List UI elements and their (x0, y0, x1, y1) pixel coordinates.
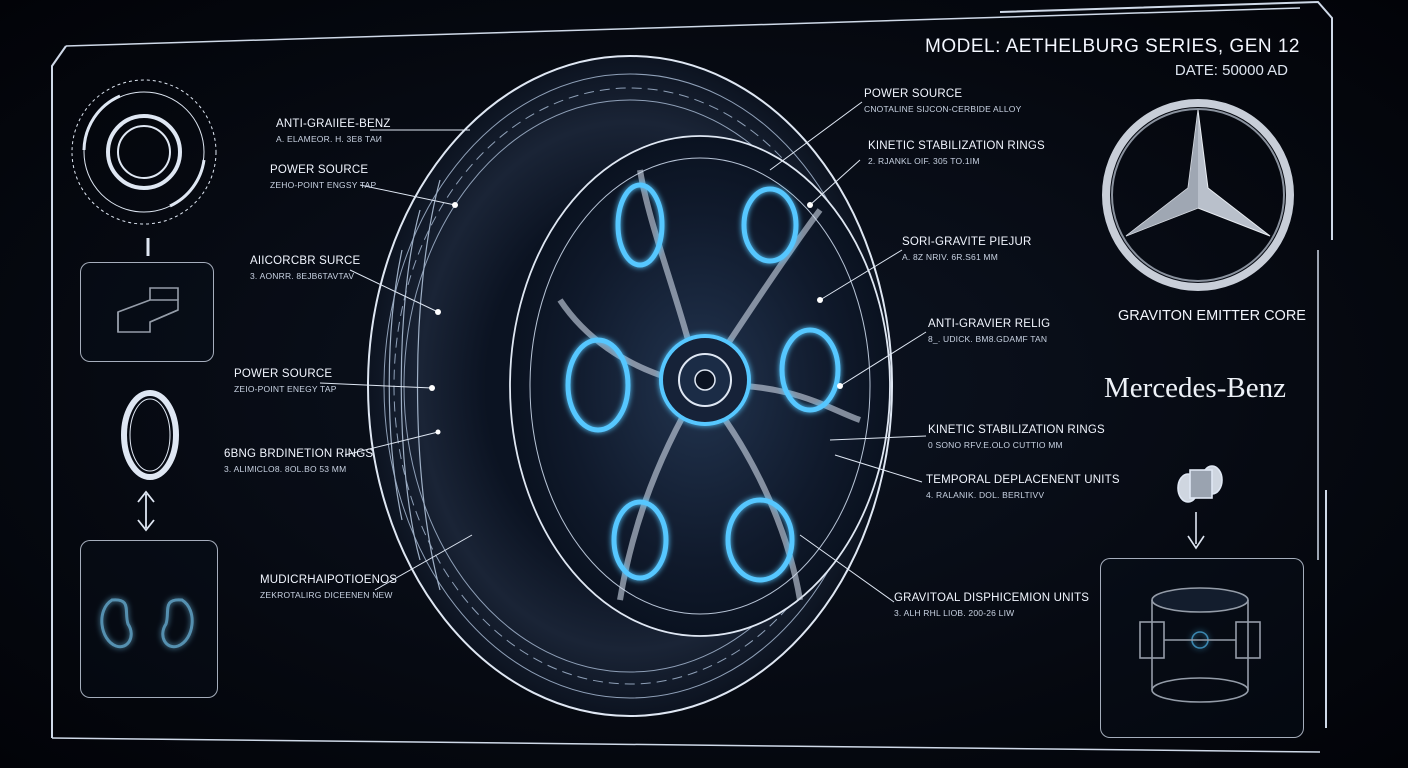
three-pointed-star-icon (1102, 99, 1294, 291)
core-module-sketch (1139, 587, 1261, 703)
bracket-sketch (117, 287, 179, 333)
brand-wordmark: Mercedes-Benz (1104, 372, 1286, 404)
component-panel-loops (80, 540, 218, 698)
ring-assembly-sketch (71, 79, 217, 256)
double-arrow-icon (137, 490, 155, 532)
hud-frame (51, 0, 1333, 753)
component-panel-bracket (80, 262, 214, 362)
leader-dots-right (807, 202, 843, 389)
emitter-capsule-sketch (1177, 465, 1223, 550)
component-panel-core-module (1100, 558, 1304, 738)
leader-dots-left (429, 202, 458, 435)
stabilization-ring-sketch (121, 390, 179, 480)
graviton-loops-sketch (100, 598, 194, 649)
hover-wheel-illustration (367, 55, 893, 717)
leader-lines-right (769, 101, 927, 603)
date-label: DATE: 50000 AD (1174, 62, 1288, 79)
leader-lines-left (319, 129, 473, 591)
graviton-core-label: GRAVITON EMITTER CORE (1118, 308, 1306, 324)
model-title: MODEL: AETHELBURG SERIES, GEN 12 (925, 36, 1300, 57)
